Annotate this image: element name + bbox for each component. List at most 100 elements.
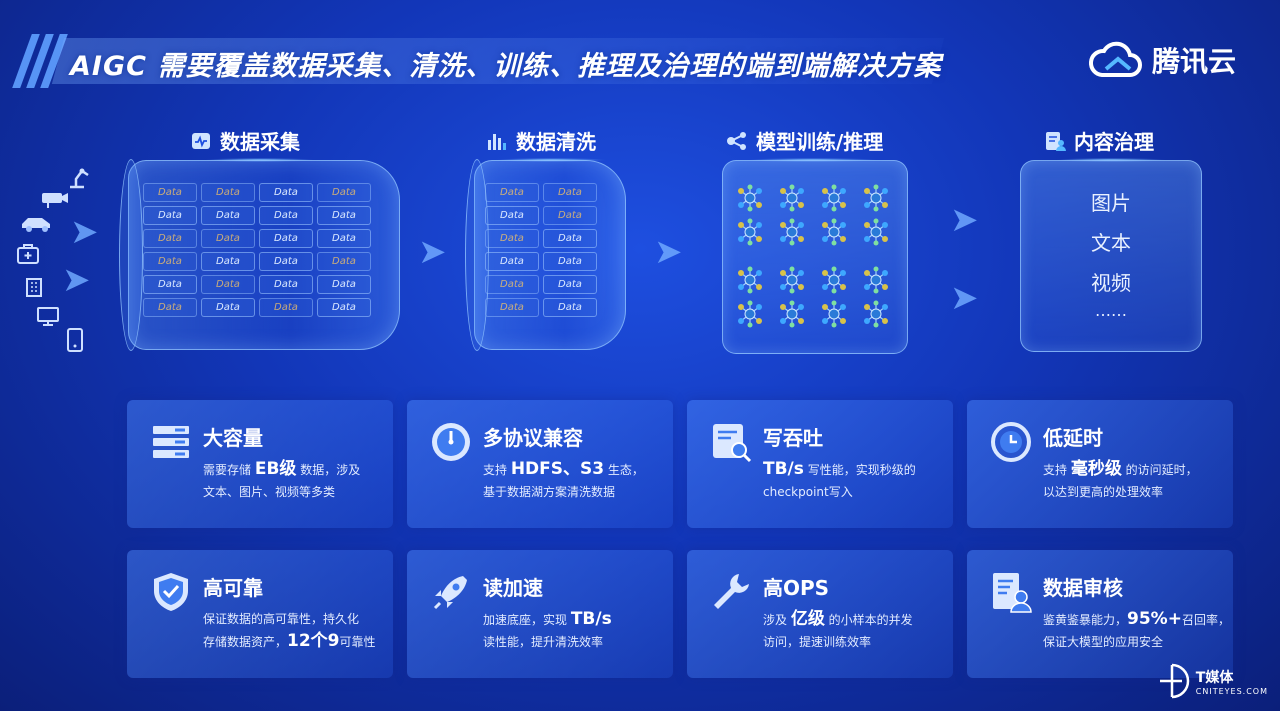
bar-chart-icon	[488, 133, 506, 150]
card-desc-line: 支持 HDFS、S3 生态，	[483, 458, 644, 481]
arrow-right-icon: ➤	[950, 200, 978, 240]
model-node-icon	[819, 217, 849, 247]
desc-text: 的小样本的并发	[824, 613, 913, 627]
data-cell: Data	[485, 229, 539, 248]
desc-highlight: 毫秒级	[1070, 459, 1122, 479]
model-node-icon	[861, 265, 891, 295]
stage-label-collect: 数据采集	[190, 126, 300, 155]
cloud-icon	[1089, 41, 1142, 77]
arrow-right-icon: ➤	[62, 260, 90, 300]
logo-text: 腾讯云	[1152, 45, 1237, 78]
gauge-icon	[429, 420, 473, 464]
card-description: 保证数据的高可靠性，持久化存储数据资产，12个9可靠性	[203, 608, 376, 653]
desc-text: 基于数据湖方案清洗数据	[483, 485, 616, 499]
card-description: 支持 毫秒级 的访问延时， 以达到更高的处理效率	[1043, 458, 1198, 503]
data-cell: Data	[143, 275, 197, 294]
model-training-box	[722, 160, 908, 354]
node-grid	[735, 183, 891, 247]
data-cell: Data	[485, 275, 539, 294]
document-person-icon	[1046, 131, 1066, 151]
camera-icon	[42, 193, 68, 208]
desc-text: 文本、图片、视频等多类	[203, 485, 336, 499]
arrow-right-icon: ➤	[654, 232, 682, 272]
car-icon	[22, 218, 50, 232]
wrench-icon	[709, 570, 753, 614]
gov-item-text: 文本	[1091, 231, 1131, 255]
desc-text: 加速底座，实现	[483, 613, 571, 627]
card-description: TB/s 写性能，实现秒级的 checkpoint写入	[763, 458, 916, 503]
data-cell: Data	[201, 275, 255, 294]
data-cell: Data	[259, 183, 313, 202]
card-desc-line: checkpoint写入	[763, 481, 916, 503]
data-cell: Data	[543, 298, 597, 317]
card-title: 大容量	[203, 426, 263, 450]
model-node-icon	[861, 217, 891, 247]
data-cell: Data	[543, 206, 597, 225]
model-node-icon	[735, 217, 765, 247]
document-person-icon	[989, 570, 1033, 614]
card-desc-line: 支持 毫秒级 的访问延时，	[1043, 458, 1198, 481]
monitor-icon	[37, 307, 59, 326]
card-desc-line: 存储数据资产，12个9可靠性	[203, 630, 376, 653]
data-cell: Data	[143, 229, 197, 248]
desc-text: 以达到更高的处理效率	[1043, 485, 1164, 499]
gov-item-video: 视频	[1091, 271, 1131, 295]
desc-text: 召回率，	[1181, 613, 1230, 627]
desc-text: 需要存储	[203, 463, 255, 477]
watermark: T媒体 CNITEYES.COM	[1156, 661, 1268, 701]
desc-text: 鉴黄鉴暴能力，	[1043, 613, 1128, 627]
desc-text: 访问，提速训练效率	[763, 635, 872, 649]
card-desc-line: 需要存储 EB级 数据，涉及	[203, 458, 360, 481]
gov-item-image: 图片	[1091, 191, 1131, 215]
desc-text: 的访问延时，	[1121, 463, 1198, 477]
card-desc-line: 基于数据湖方案清洗数据	[483, 481, 644, 503]
data-cell: Data	[485, 252, 539, 271]
page-title: AIGC 需要覆盖数据采集、清洗、训练、推理及治理的端到端解决方案	[70, 51, 942, 82]
arrow-right-icon: ➤	[70, 212, 98, 252]
data-cell: Data	[543, 229, 597, 248]
building-icon	[26, 278, 42, 297]
arrow-right-icon: ➤	[950, 278, 978, 318]
node-grid	[735, 265, 891, 329]
desc-highlight: HDFS、S3	[510, 459, 605, 479]
model-node-icon	[819, 183, 849, 213]
medical-kit-icon	[17, 244, 39, 264]
desc-text: 支持	[483, 463, 511, 477]
model-node-icon	[861, 183, 891, 213]
data-cell: Data	[317, 298, 371, 317]
model-node-icon	[735, 265, 765, 295]
desc-text: 生态，	[604, 463, 644, 477]
desc-highlight: TB/s	[763, 459, 804, 479]
database-icon	[192, 132, 210, 149]
data-cell: Data	[259, 229, 313, 248]
data-cell: Data	[201, 252, 255, 271]
feature-card-multi-protocol: 多协议兼容支持 HDFS、S3 生态，基于数据湖方案清洗数据	[407, 400, 673, 528]
desc-text: 保证数据的高可靠性，持久化	[203, 612, 360, 626]
desc-highlight: TB/s	[570, 609, 612, 629]
data-cell: Data	[317, 252, 371, 271]
data-cell: Data	[317, 229, 371, 248]
gov-item-more: ……	[1095, 301, 1127, 320]
card-title: 低延时	[1043, 426, 1103, 450]
desc-highlight: 95%+	[1127, 609, 1182, 629]
stage-label-train: 模型训练/推理	[726, 126, 883, 155]
desc-text: 写性能，实现秒级的	[803, 463, 916, 477]
model-node-icon	[735, 183, 765, 213]
desc-text: 保证大模型的应用安全	[1043, 635, 1164, 649]
model-node-icon	[777, 183, 807, 213]
arrow-right-icon: ➤	[418, 232, 446, 272]
data-cell: Data	[259, 206, 313, 225]
data-cell: Data	[543, 275, 597, 294]
data-cell: Data	[543, 252, 597, 271]
data-cell: Data	[317, 206, 371, 225]
data-cell: Data	[201, 183, 255, 202]
model-node-icon	[819, 299, 849, 329]
shield-check-icon	[149, 570, 193, 614]
card-desc-line: 文本、图片、视频等多类	[203, 481, 360, 503]
data-cell: Data	[259, 275, 313, 294]
data-cell: Data	[143, 298, 197, 317]
data-cell: Data	[543, 183, 597, 202]
